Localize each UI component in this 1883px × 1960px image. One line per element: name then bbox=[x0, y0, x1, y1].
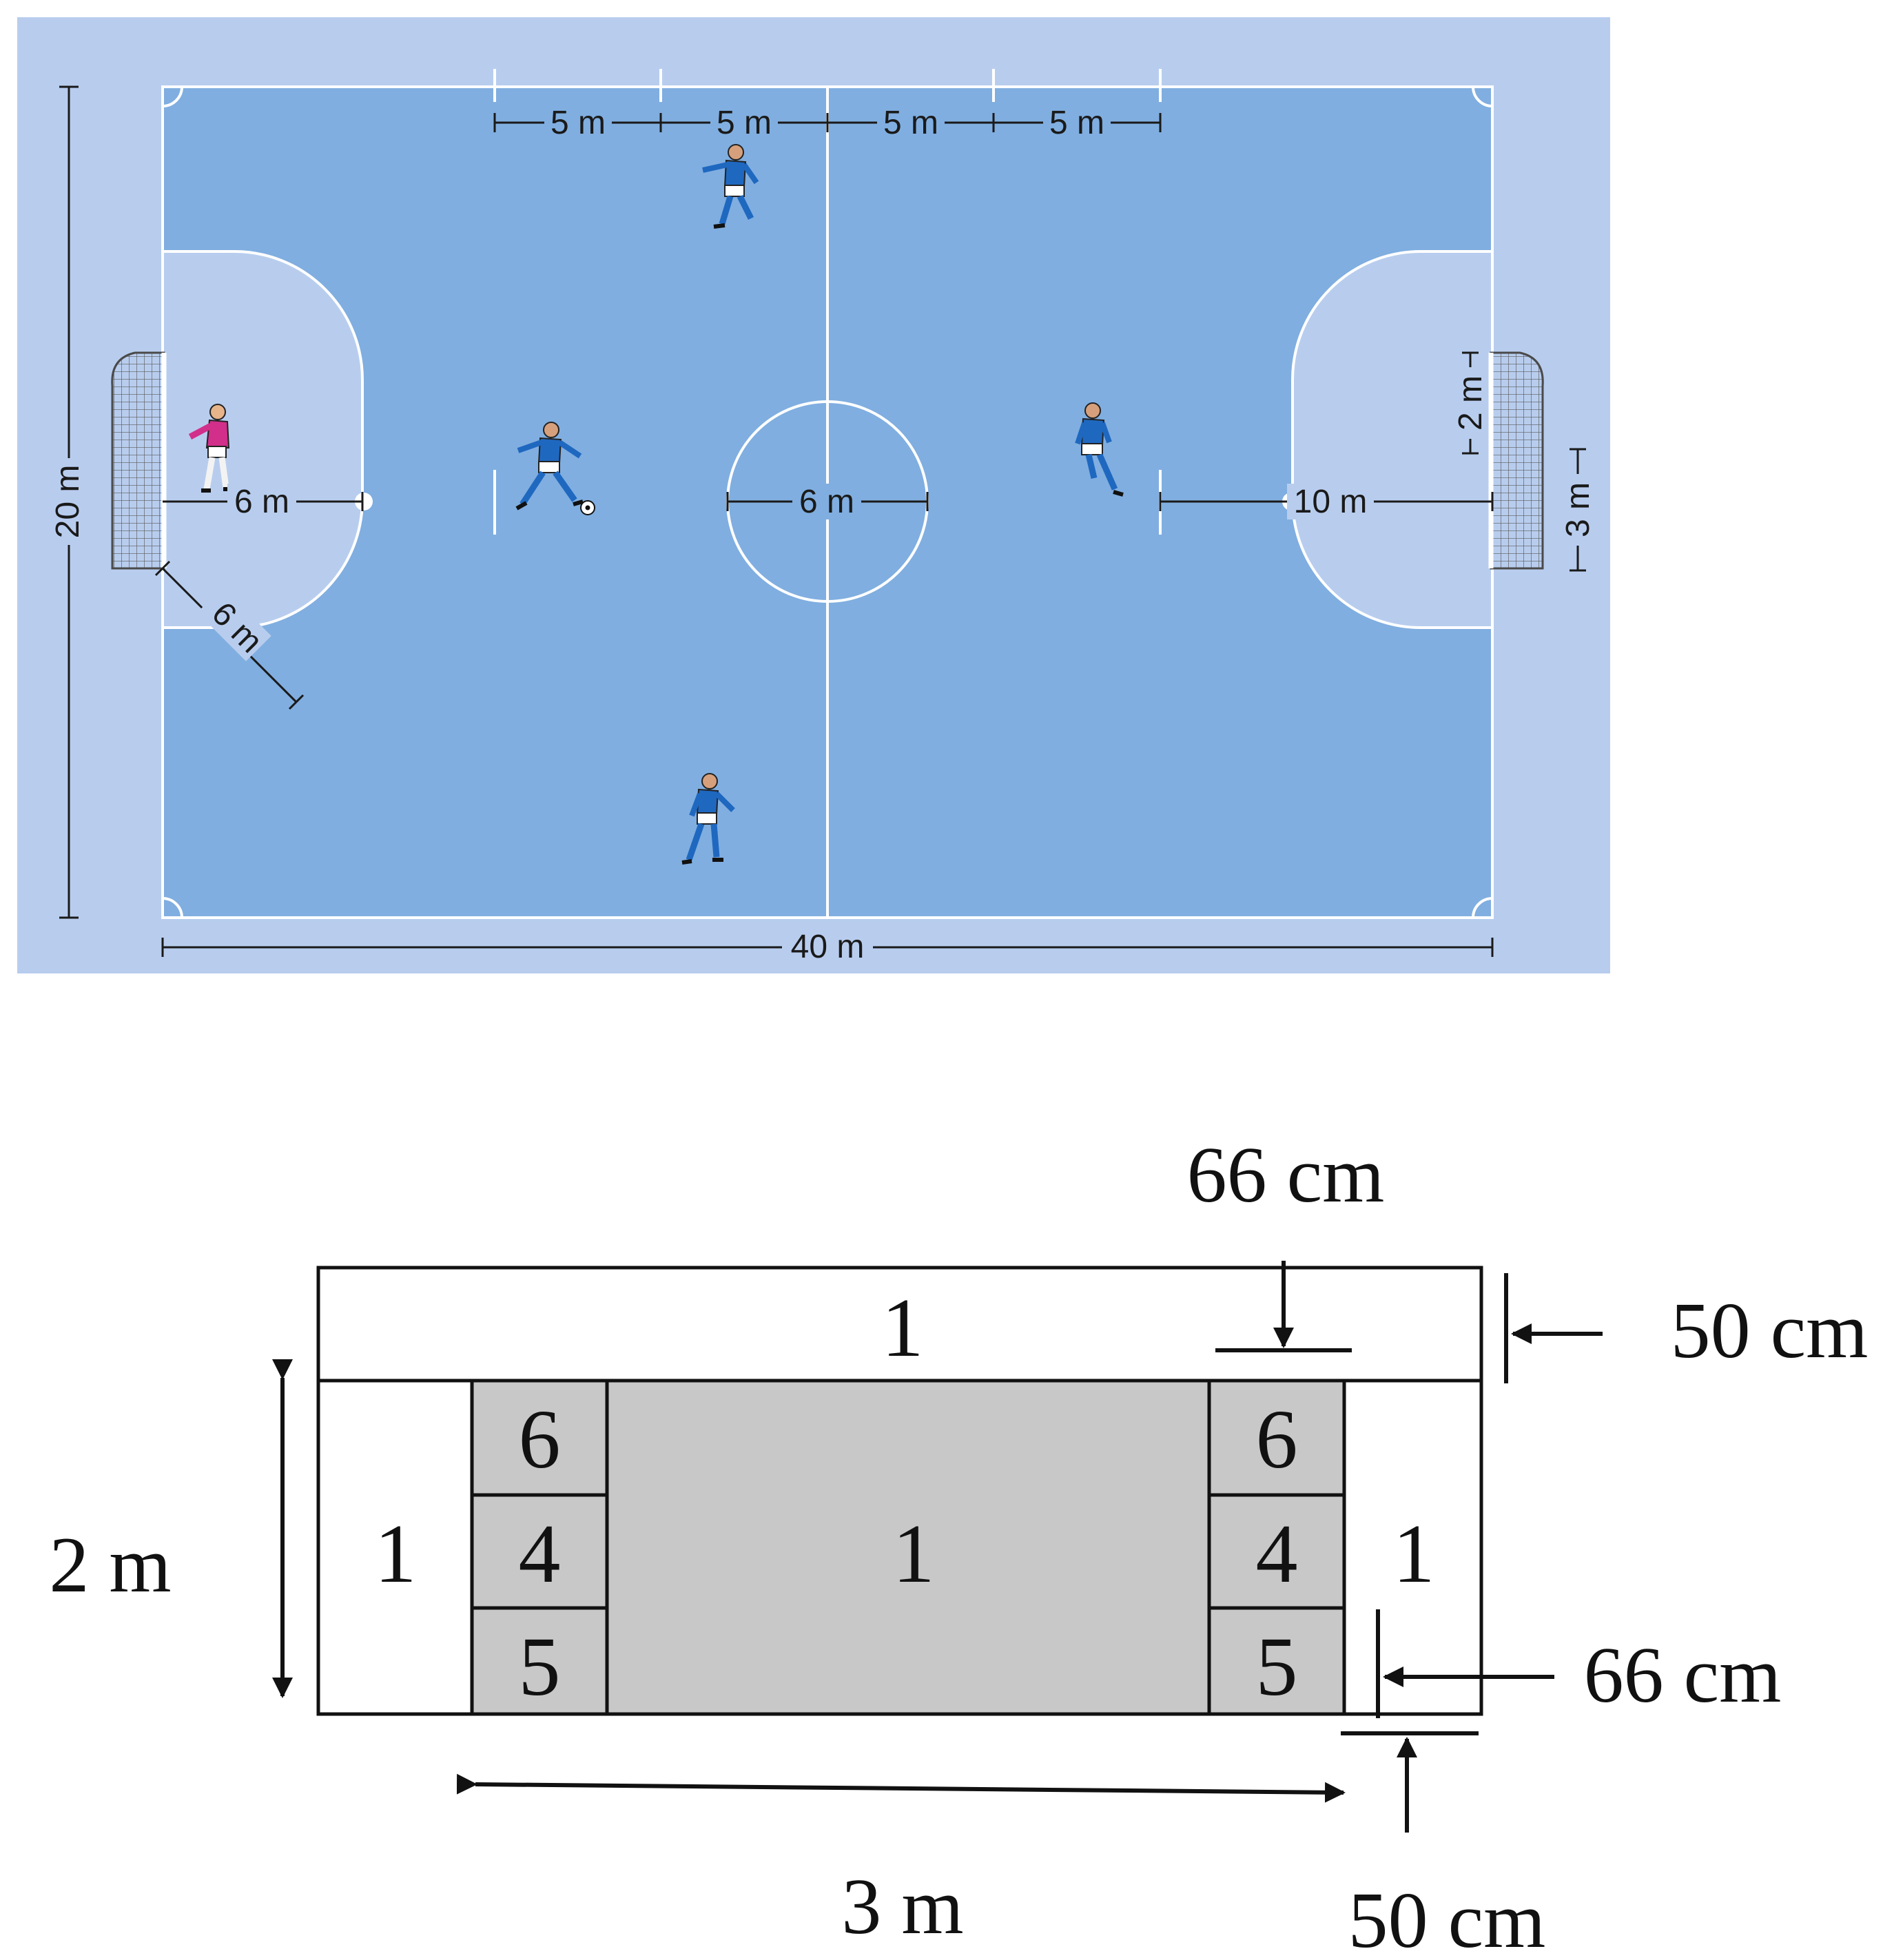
corner-arc bbox=[1472, 897, 1493, 918]
dimension-labels: 5 m 5 m 5 m 5 m 20 m 40 m 6 m 6 m 6 m 10… bbox=[50, 103, 1596, 966]
goal-net-icon bbox=[1488, 351, 1544, 570]
zone-right-label: 1 bbox=[1393, 1507, 1435, 1600]
zone-centre-label: 1 bbox=[893, 1507, 935, 1600]
court-width-label: 20 m bbox=[50, 465, 86, 539]
zone-right-top-label: 6 bbox=[1256, 1393, 1298, 1486]
ball-icon bbox=[580, 500, 595, 515]
zone-left-bottom-label: 5 bbox=[519, 1620, 561, 1713]
substitution-dimension-label: 5 m bbox=[717, 105, 772, 141]
zone-right-bottom-label: 5 bbox=[1256, 1620, 1298, 1713]
side-cell-width-label: 66 cm bbox=[1584, 1631, 1782, 1720]
centre-circle-label: 6 m bbox=[799, 484, 854, 520]
height-label: 2 m bbox=[49, 1521, 171, 1609]
court-length-label: 40 m bbox=[791, 929, 865, 965]
penalty-mark bbox=[355, 493, 373, 510]
corner-arc bbox=[162, 86, 183, 107]
zone-cell-shaded bbox=[607, 1381, 1209, 1714]
top-cell-width-label: 66 cm bbox=[1187, 1131, 1385, 1219]
bottom-band-label: 50 cm bbox=[1348, 1877, 1546, 1960]
second-penalty-mark-label: 10 m bbox=[1294, 484, 1368, 520]
player-icon bbox=[515, 422, 584, 510]
corner-arc bbox=[162, 897, 183, 918]
left-penalty-area bbox=[161, 250, 364, 629]
width-label: 3 m bbox=[841, 1863, 963, 1951]
goal-depth-label: 2 m bbox=[1452, 375, 1489, 431]
zone-cell-shaded bbox=[1209, 1381, 1344, 1714]
goal-net-icon bbox=[111, 351, 167, 570]
futsal-court-diagram: 5 m 5 m 5 m 5 m 20 m 40 m 6 m 6 m 6 m 10… bbox=[17, 17, 1610, 973]
width-arrow bbox=[456, 1773, 1346, 1803]
zone-top-label: 1 bbox=[882, 1281, 924, 1374]
substitution-dimension-label: 5 m bbox=[551, 105, 606, 141]
goal-zones-diagram: 1 1 1 1 6 4 5 6 4 5 2 m bbox=[49, 1131, 1868, 1960]
corner-arc bbox=[1472, 86, 1493, 107]
top-band-label: 50 cm bbox=[1671, 1287, 1869, 1375]
substitution-dimension-label: 5 m bbox=[883, 105, 938, 141]
zone-left-top-label: 6 bbox=[519, 1393, 561, 1486]
player-icon bbox=[1075, 402, 1124, 497]
right-penalty-area bbox=[1291, 250, 1494, 629]
zone-left-middle-label: 4 bbox=[519, 1507, 561, 1600]
substitution-dimension-label: 5 m bbox=[1049, 105, 1104, 141]
player-icon bbox=[702, 144, 759, 229]
penalty-mark-label: 6 m bbox=[234, 484, 289, 520]
zone-right-middle-label: 4 bbox=[1256, 1507, 1298, 1600]
zone-left-label: 1 bbox=[375, 1507, 417, 1600]
zone-cell-shaded bbox=[472, 1381, 607, 1714]
goal-width-label: 3 m bbox=[1560, 482, 1596, 537]
player-icon bbox=[681, 773, 735, 865]
